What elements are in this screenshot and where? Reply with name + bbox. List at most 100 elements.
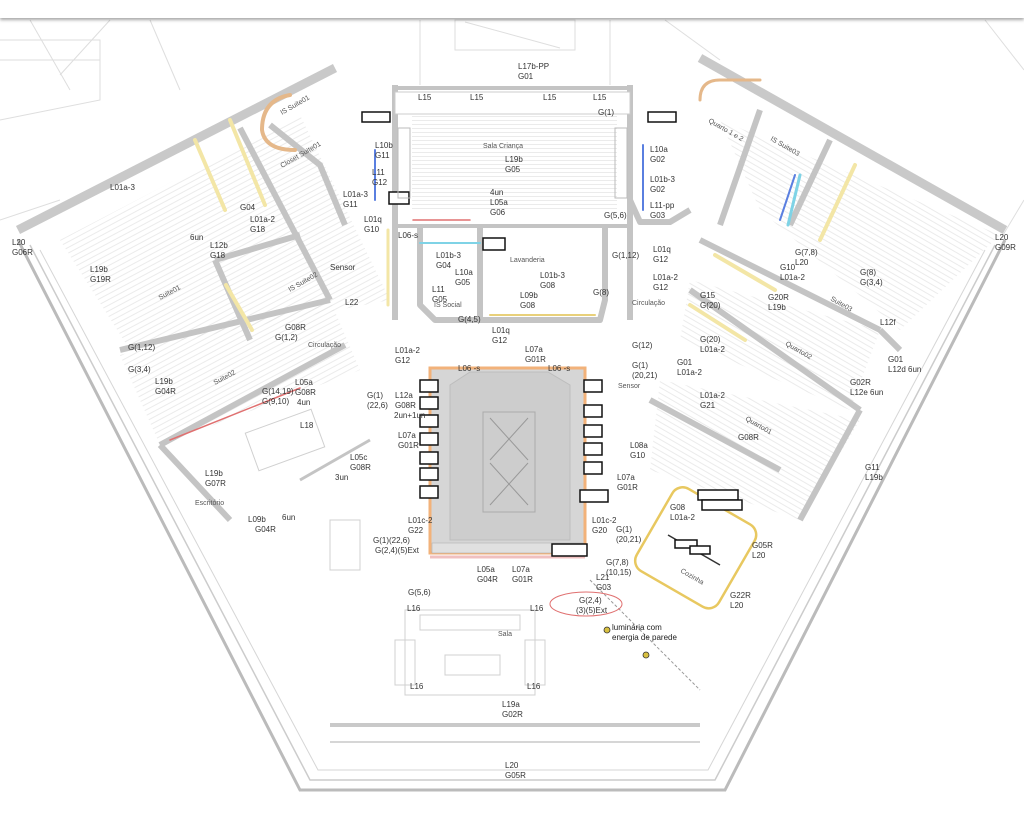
- circuit-label: G01R: [617, 483, 638, 492]
- electrical-panels: [361, 111, 743, 557]
- room-name: Circulação: [308, 342, 341, 349]
- circuit-label: G04R: [255, 525, 276, 534]
- circuit-label: L01a-2: [677, 368, 702, 377]
- circuit-label: L19b: [505, 155, 523, 164]
- circuit-label: L16: [410, 682, 424, 691]
- circuit-label: L18: [300, 421, 314, 430]
- circuit-label: G(12): [632, 341, 653, 350]
- room-name: IS Social: [434, 302, 462, 309]
- electrical-panel: [419, 467, 439, 481]
- circuit-label: G12: [653, 283, 669, 292]
- circuit-label: G19R: [90, 275, 111, 284]
- circuit-label: G04: [436, 261, 452, 270]
- circuit-label: L06 -s: [548, 364, 570, 373]
- room-name: Circulação: [632, 300, 665, 307]
- circuit-label: G05R: [752, 541, 773, 550]
- circuit-label: G02R: [502, 710, 523, 719]
- circuit-label: L05a: [490, 198, 508, 207]
- circuit-label: G(1,12): [612, 251, 639, 260]
- electrical-panel: [361, 111, 391, 123]
- electrical-panel: [697, 489, 739, 501]
- circuit-label: L08a: [630, 441, 648, 450]
- circuit-label: G08R: [295, 388, 316, 397]
- circuit-label: G(2,4)(5)Ext: [375, 546, 420, 555]
- circuit-label: G08: [670, 503, 686, 512]
- circuit-label: G08: [540, 281, 556, 290]
- circuit-label: G18: [210, 251, 226, 260]
- electrical-panel: [647, 111, 677, 123]
- circuit-label: L16: [407, 604, 421, 613]
- room-name: Sala: [498, 631, 512, 638]
- window-top-bar: [0, 0, 1024, 18]
- circuit-label: L09b: [520, 291, 538, 300]
- circuit-label: G08R: [395, 401, 416, 410]
- circuit-label: L07a: [512, 565, 530, 574]
- circuit-label: G18: [250, 225, 266, 234]
- electrical-panel: [583, 442, 603, 456]
- circuit-label: L01c-2: [408, 516, 433, 525]
- circuit-label: G12: [395, 356, 411, 365]
- circuit-label: L05c: [350, 453, 367, 462]
- circuit-label: G01: [677, 358, 693, 367]
- circuit-label: L20: [995, 233, 1009, 242]
- circuit-label: G03: [596, 583, 612, 592]
- electrical-panel: [583, 379, 603, 393]
- circuit-label: G02R: [850, 378, 871, 387]
- circuit-label: L01b-3: [650, 175, 675, 184]
- electrical-panel: [674, 539, 698, 549]
- circuit-label: G(1,12): [128, 343, 155, 352]
- circuit-label: L16: [527, 682, 541, 691]
- circuit-label: L16: [530, 604, 544, 613]
- circuit-label: G(1)(22,6): [373, 536, 410, 545]
- electrical-panel: [419, 379, 439, 393]
- wall-light-markers: [603, 626, 650, 659]
- site-context-lines: [0, 19, 1024, 241]
- circuit-label: L19a: [502, 700, 520, 709]
- circuit-label: G04R: [477, 575, 498, 584]
- circuit-label: G12: [372, 178, 388, 187]
- circuit-label: L10a: [650, 145, 668, 154]
- circuit-label: G(7,8): [606, 558, 629, 567]
- circuit-label: G05: [505, 165, 521, 174]
- circuit-label: L07a: [398, 431, 416, 440]
- electrical-panel: [583, 461, 603, 475]
- circuit-label: G10: [780, 263, 796, 272]
- circuit-label: 4un: [490, 188, 503, 197]
- circuit-label: G01: [518, 72, 534, 81]
- circuit-label: L01a-2: [700, 345, 725, 354]
- circuit-label: G22: [408, 526, 424, 535]
- circuit-label: G06R: [12, 248, 33, 257]
- circuit-label: L01a-2: [670, 513, 695, 522]
- circuit-label: L19b: [768, 303, 786, 312]
- circuit-label: G(3,4): [860, 278, 883, 287]
- entry-stair: [394, 91, 631, 199]
- circuit-label: G(14,19): [262, 387, 294, 396]
- circuit-label: L20: [12, 238, 26, 247]
- circuit-label: G(3,4): [128, 365, 151, 374]
- circuit-label: L17b-PP: [518, 62, 549, 71]
- circuit-label: G01R: [525, 355, 546, 364]
- circuit-label: L01q: [364, 215, 382, 224]
- circuit-label: L20: [752, 551, 766, 560]
- circuit-label: L05a: [477, 565, 495, 574]
- circuit-label: G08: [520, 301, 536, 310]
- circuit-label: L20: [795, 258, 809, 267]
- electrical-panel: [551, 543, 588, 557]
- circuit-label: Sensor: [330, 263, 356, 272]
- circuit-label: L20: [505, 761, 519, 770]
- circuit-label: L05a: [295, 378, 313, 387]
- circuit-label: G11: [375, 151, 390, 160]
- circuit-label: L21: [596, 573, 610, 582]
- circuit-label: G(1): [598, 108, 614, 117]
- room-name: Cozinha: [679, 568, 705, 587]
- circuit-label: L01a-2: [653, 273, 678, 282]
- circuit-label: (20,21): [616, 535, 642, 544]
- circuit-label: L12f: [880, 318, 896, 327]
- circuit-label: L15: [418, 93, 432, 102]
- room-hatching: [60, 100, 1000, 520]
- circuit-label: G04: [240, 203, 256, 212]
- circuit-label: G08R: [285, 323, 306, 332]
- circuit-label: G(2,4): [579, 596, 602, 605]
